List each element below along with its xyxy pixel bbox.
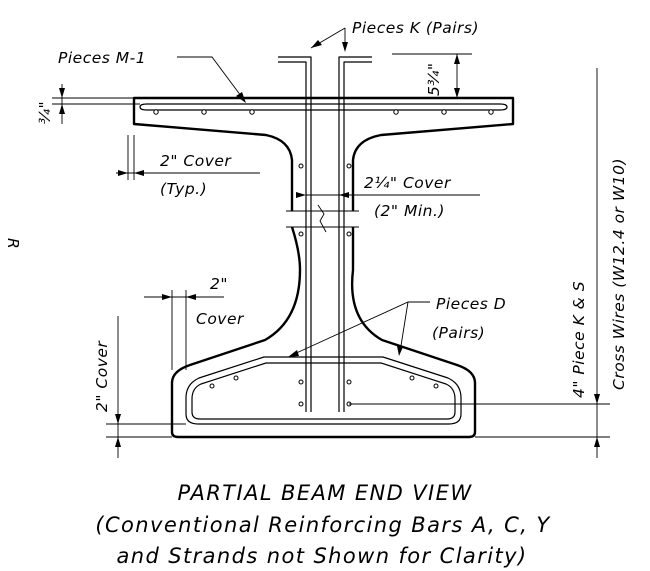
label-2in-cover-vertical: 2" Cover <box>93 340 111 412</box>
labels: Pieces K (Pairs) Pieces M-1 5¾" ¾" 2" Co… <box>4 19 628 412</box>
dimension-lines <box>52 27 610 458</box>
break-lines <box>286 204 359 233</box>
label-2in: 2" <box>210 275 228 293</box>
piece-m1 <box>139 103 508 111</box>
caption-line-1: PARTIAL BEAM END VIEW <box>178 481 473 505</box>
piece-k-right <box>338 56 372 412</box>
label-pieces-m1: Pieces M-1 <box>58 49 146 67</box>
piece-d-outer <box>185 356 462 425</box>
label-dim-3-4: ¾" <box>36 101 54 124</box>
label-piece-k-s: 4" Piece K & S <box>570 281 588 398</box>
beam-outline <box>132 96 515 439</box>
label-cross-wires: Cross Wires (W12.4 or W10) <box>610 158 628 390</box>
label-2in-cover: 2" Cover <box>160 152 232 170</box>
label-dim-5-3-4: 5¾" <box>425 62 443 96</box>
bottom-bulb-outline <box>170 226 477 439</box>
label-pairs: (Pairs) <box>432 324 485 342</box>
caption: PARTIAL BEAM END VIEW (Conventional Rein… <box>95 481 551 568</box>
label-typ: (Typ.) <box>160 180 207 198</box>
label-edge-mark: R <box>4 238 22 249</box>
label-pieces-k: Pieces K (Pairs) <box>352 19 479 37</box>
top-flange-outline <box>132 96 515 211</box>
reinforcement <box>139 56 508 425</box>
caption-line-2: (Conventional Reinforcing Bars A, C, Y <box>95 513 551 537</box>
caption-line-3: and Strands not Shown for Clarity) <box>116 544 527 568</box>
piece-k-left <box>278 56 312 412</box>
label-2-1-4-cover: 2¼" Cover <box>364 174 452 192</box>
label-pieces-d: Pieces D <box>436 295 506 313</box>
label-2in-min: (2" Min.) <box>374 202 445 220</box>
label-cover: Cover <box>196 310 245 328</box>
piece-d-inner <box>191 362 456 420</box>
